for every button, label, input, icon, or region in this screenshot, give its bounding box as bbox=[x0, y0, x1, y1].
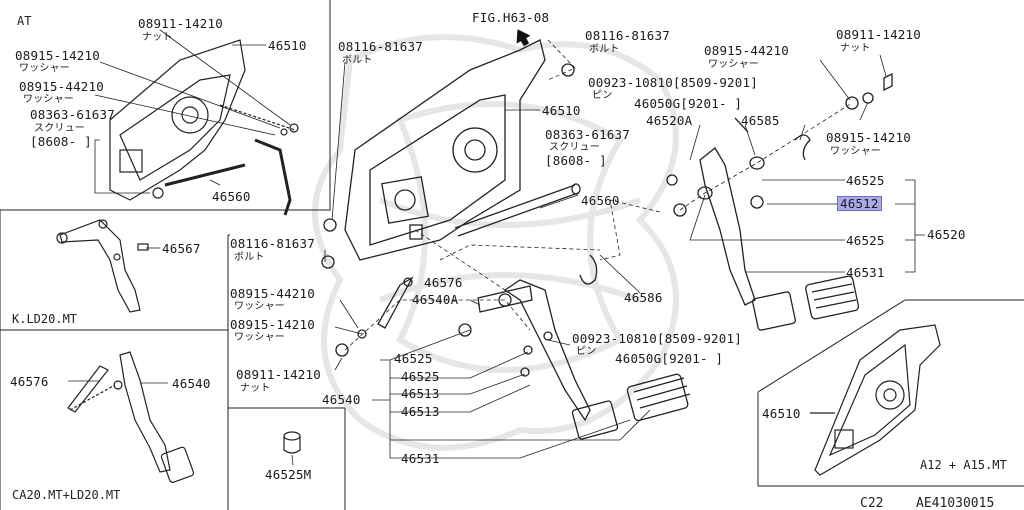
part-number: 46576 bbox=[10, 374, 49, 389]
part-number: 08915-44210 bbox=[230, 286, 315, 301]
part-number: 46540A bbox=[412, 292, 459, 307]
at-leader-lines bbox=[94, 29, 291, 194]
part-number: 08116-81637 bbox=[338, 39, 423, 54]
inset-title-a12: A12 + A15.MT bbox=[920, 458, 1007, 472]
part-number: 08911-14210 bbox=[836, 27, 921, 42]
part-number: 08363-61637 bbox=[545, 127, 630, 142]
footer-code: C22 bbox=[860, 496, 884, 510]
part-number: 46525 bbox=[846, 173, 885, 188]
part-number: 08915-14210 bbox=[230, 317, 315, 332]
part-desc: ワッシャー bbox=[234, 301, 285, 312]
part-number: 00923-10810[8509-9201] bbox=[588, 75, 758, 90]
watermark-emblem bbox=[312, 34, 679, 451]
part-desc: スクリュー bbox=[34, 123, 85, 134]
part-number: 46525 bbox=[394, 351, 433, 366]
part-number: 08915-44210 bbox=[704, 43, 789, 58]
part-desc: ピン bbox=[576, 346, 597, 357]
part-number: 46510 bbox=[762, 406, 801, 421]
part-number: 08911-14210 bbox=[138, 16, 223, 31]
part-desc: ボルト bbox=[234, 252, 265, 263]
part-desc: スクリュー bbox=[549, 142, 600, 153]
part-number: 46560 bbox=[581, 193, 620, 208]
part-desc: ナット bbox=[240, 383, 271, 394]
dashed-guides bbox=[344, 39, 853, 351]
part-number: 46586 bbox=[624, 290, 663, 305]
main-bracket bbox=[321, 39, 575, 269]
part-number: 08915-14210 bbox=[15, 48, 100, 63]
part-number: 46531 bbox=[401, 451, 440, 466]
part-number: 46576 bbox=[424, 275, 463, 290]
part-number: 46525 bbox=[401, 369, 440, 384]
part-desc: ワッシャー bbox=[708, 59, 759, 70]
part-number: 46585 bbox=[741, 113, 780, 128]
shaft-46560 bbox=[454, 183, 581, 237]
inset-title-ca20: CA20.MT+LD20.MT bbox=[12, 488, 121, 502]
kld20-pedal bbox=[56, 219, 149, 313]
part-number: 08116-81637 bbox=[230, 236, 315, 251]
part-number: 46560 bbox=[212, 189, 251, 204]
part-number: 46540 bbox=[172, 376, 211, 391]
part-number: 46525M bbox=[265, 467, 312, 482]
part-desc: ボルト bbox=[589, 44, 620, 55]
part-number: 46531 bbox=[846, 265, 885, 280]
at-inset-bracket bbox=[109, 39, 299, 216]
part-number: 00923-10810[8509-9201] bbox=[572, 331, 742, 346]
part-number: 46510 bbox=[542, 103, 581, 118]
part-number: 46520 bbox=[927, 227, 966, 242]
part-number: 46567 bbox=[162, 241, 201, 256]
part-desc: ワッシャー bbox=[19, 63, 70, 74]
part-number: 46513 bbox=[401, 386, 440, 401]
part-desc: ボルト bbox=[342, 55, 373, 66]
inset-title-kld20: K.LD20.MT bbox=[12, 312, 78, 326]
part-number: 08915-14210 bbox=[826, 130, 911, 145]
part-number-highlighted[interactable]: 46512 bbox=[837, 196, 882, 211]
lower-pedal-46540 bbox=[335, 254, 691, 440]
part-range: [8608- ] bbox=[30, 134, 92, 149]
part-number: 46510 bbox=[268, 38, 307, 53]
part-desc: ワッシャー bbox=[234, 332, 285, 343]
ca20-pedal bbox=[67, 351, 195, 483]
footer-id: AE41030015 bbox=[916, 496, 995, 510]
main-leader-lines bbox=[68, 54, 925, 466]
fig-arrow-icon bbox=[516, 29, 531, 47]
fig-reference: FIG.H63-08 bbox=[472, 10, 550, 25]
part-number: 46525 bbox=[846, 233, 885, 248]
part-number: 08911-14210 bbox=[236, 367, 321, 382]
inset-title-at: AT bbox=[17, 14, 32, 28]
part-desc: ワッシャー bbox=[830, 146, 881, 157]
part-number: 08363-61637 bbox=[30, 107, 115, 122]
part-desc: ナット bbox=[142, 32, 173, 43]
part-number: 46513 bbox=[401, 404, 440, 419]
part-number: 46050G[9201- ] bbox=[634, 96, 743, 111]
part-range: [8608- ] bbox=[545, 153, 607, 168]
part-number: 46540 bbox=[322, 392, 361, 407]
46525m-bushing bbox=[283, 431, 301, 454]
a12-inset-bracket bbox=[810, 324, 941, 476]
part-number: 08116-81637 bbox=[585, 28, 670, 43]
part-number: 08915-44210 bbox=[19, 79, 104, 94]
part-number: 46050G[9201- ] bbox=[615, 351, 724, 366]
part-desc: ワッシャー bbox=[23, 94, 74, 105]
part-desc: ナット bbox=[840, 43, 871, 54]
part-desc: ピン bbox=[592, 90, 613, 101]
part-number: 46520A bbox=[646, 113, 693, 128]
